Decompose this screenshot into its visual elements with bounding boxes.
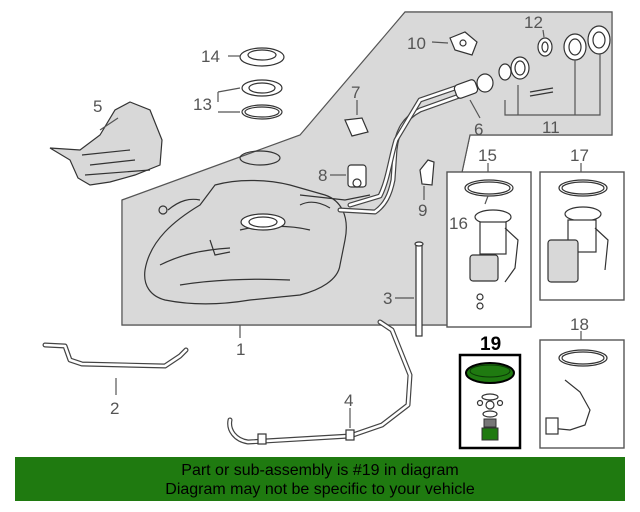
gasket-set[interactable] — [241, 79, 283, 120]
callout-7: 7 — [351, 83, 360, 102]
tank-strap[interactable] — [42, 342, 189, 369]
small-bracket[interactable] — [419, 159, 435, 186]
notice-line-2: Diagram may not be specific to your vehi… — [165, 481, 475, 498]
callout-4: 4 — [344, 391, 353, 410]
callout-17: 17 — [570, 146, 589, 165]
fuel-pump-module-box[interactable] — [539, 171, 625, 301]
callout-13: 13 — [193, 95, 212, 114]
fuel-level-sender-box[interactable] — [539, 339, 625, 449]
notice-line-1: Part or sub-assembly is #19 in diagram — [181, 462, 459, 479]
callout-5: 5 — [93, 97, 102, 116]
filler-neck-parts[interactable] — [498, 25, 611, 97]
clip[interactable] — [344, 117, 369, 137]
bracket[interactable] — [449, 31, 478, 56]
part-notice-banner: Part or sub-assembly is #19 in diagram D… — [15, 457, 625, 501]
callout-9: 9 — [418, 201, 427, 220]
callout-19: 19 — [480, 334, 501, 355]
callout-14: 14 — [201, 47, 220, 66]
heat-shield[interactable] — [49, 101, 163, 186]
callout-1: 1 — [236, 340, 245, 359]
callout-3: 3 — [383, 289, 392, 308]
callout-6: 6 — [474, 120, 483, 139]
leader-lines — [99, 29, 601, 428]
callout-18: 18 — [570, 315, 589, 334]
part-19-box[interactable] — [458, 353, 522, 450]
clamp[interactable] — [347, 164, 367, 188]
callout-10: 10 — [407, 34, 426, 53]
fuel-pump-assembly-box[interactable] — [446, 171, 532, 328]
callout-12: 12 — [524, 13, 543, 32]
callout-15: 15 — [478, 146, 497, 165]
callout-16: 16 — [449, 214, 468, 233]
strap-pipe[interactable] — [227, 319, 413, 445]
vent-line[interactable] — [299, 194, 371, 201]
callout-11: 11 — [542, 118, 560, 137]
filler-pipe[interactable] — [337, 73, 494, 215]
callout-8: 8 — [318, 166, 327, 185]
callout-2: 2 — [110, 399, 119, 418]
fuel-tank[interactable] — [144, 179, 347, 305]
tube[interactable] — [414, 241, 424, 337]
pump-lock-ring[interactable] — [239, 47, 285, 67]
tank-gasket[interactable] — [239, 150, 281, 166]
